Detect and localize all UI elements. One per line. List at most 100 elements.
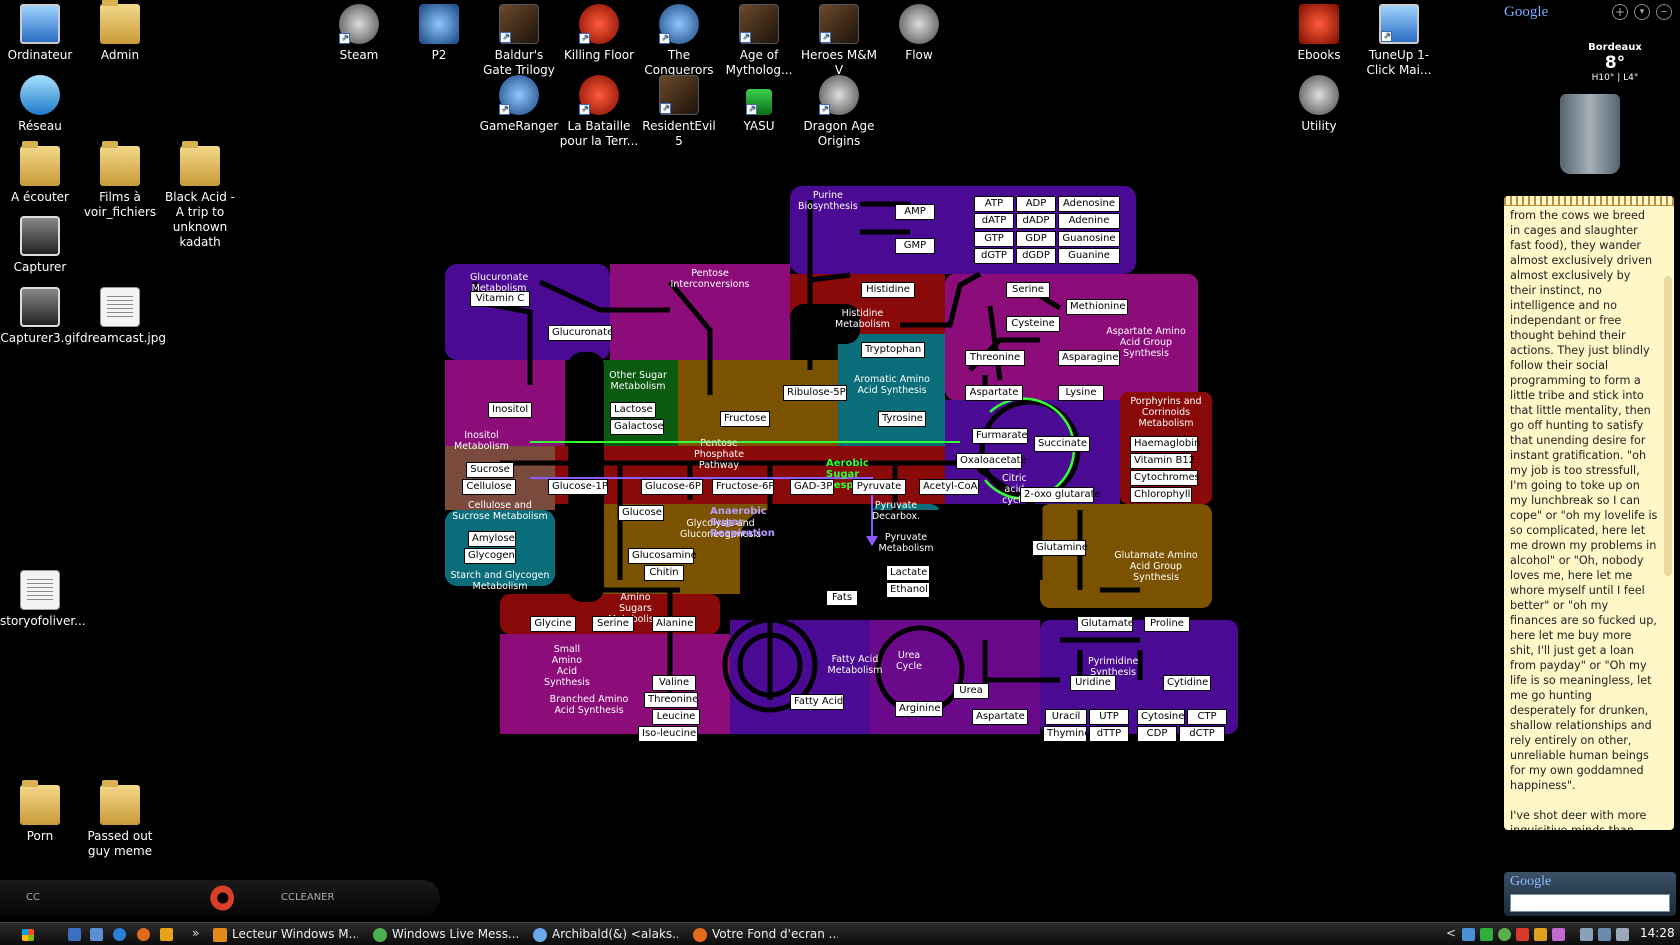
ebooks-icon bbox=[1299, 4, 1339, 44]
compound-histidine: Histidine bbox=[861, 282, 915, 298]
desktop-icon-passed-out[interactable]: Passed out guy meme bbox=[80, 780, 160, 859]
desktop-icon-conquerors[interactable]: ↗ The Conquerors bbox=[639, 4, 719, 78]
desktop-icon-gameranger[interactable]: ↗ GameRanger bbox=[479, 75, 559, 134]
compound-methionine: Methionine bbox=[1066, 299, 1128, 315]
icon-label: Flow bbox=[905, 48, 933, 62]
tray-flag-icon[interactable] bbox=[1516, 928, 1529, 941]
yasu-icon: ↗ bbox=[746, 89, 772, 115]
compound-threonine2: Threonine bbox=[644, 692, 698, 708]
google-search-input[interactable] bbox=[1510, 894, 1670, 912]
game-icon: ↗ bbox=[819, 4, 859, 44]
media-icon[interactable] bbox=[160, 928, 173, 941]
sidebar-minimize-icon[interactable]: – bbox=[1656, 4, 1672, 20]
compound-atp: ATP bbox=[974, 196, 1014, 212]
compound-dadp: dADP bbox=[1016, 213, 1056, 229]
taskbar: » Lecteur Windows M... Windows Live Mess… bbox=[0, 922, 1680, 945]
desktop-icon-black-acid[interactable]: Black Acid - A trip to unknown kadath bbox=[160, 141, 240, 250]
taskbar-button-wmp[interactable]: Lecteur Windows M... bbox=[210, 925, 358, 944]
notes-gadget[interactable]: from the cows we breed in cages and slau… bbox=[1504, 196, 1674, 830]
compound-fats: Fats bbox=[826, 590, 858, 606]
notes-scrollbar[interactable] bbox=[1664, 276, 1672, 576]
compound-adenosine: Adenosine bbox=[1058, 196, 1120, 212]
desktop-icon-story[interactable]: storyofoliver... bbox=[0, 570, 86, 629]
desktop-icon-films[interactable]: Films à voir_fichiers bbox=[80, 141, 160, 220]
desktop-icon-baldurs[interactable]: ↗ Baldur's Gate Trilogy bbox=[479, 4, 559, 78]
icon-label: Porn bbox=[26, 829, 54, 843]
ccleaner-logo-icon bbox=[206, 884, 234, 912]
label-urea: Urea Cycle bbox=[896, 650, 922, 672]
desktop-icon-dragon-age[interactable]: ↗ Dragon Age Origins bbox=[799, 75, 879, 149]
compound-glutamate: Glutamate bbox=[1077, 616, 1134, 632]
desktop-icon-ordinateur[interactable]: Ordinateur bbox=[0, 4, 80, 63]
wmp-icon bbox=[213, 928, 227, 942]
chat-icon bbox=[533, 928, 547, 942]
taskbar-button-archibald[interactable]: Archibald(&) <alaks... bbox=[530, 925, 678, 944]
p2-icon bbox=[419, 4, 459, 44]
icon-label: La Bataille pour la Terr... bbox=[559, 119, 639, 148]
desktop-icon-ebooks[interactable]: Ebooks bbox=[1279, 4, 1359, 63]
tray-app-icon[interactable] bbox=[1552, 928, 1565, 941]
tray-network-icon[interactable] bbox=[1462, 928, 1475, 941]
sidebar-add-icon[interactable]: + bbox=[1612, 4, 1628, 20]
compound-aspartate2: Aspartate bbox=[972, 709, 1028, 725]
ccleaner-label: CCLEANER bbox=[281, 892, 335, 903]
start-button[interactable] bbox=[18, 925, 40, 944]
switch-windows-icon[interactable] bbox=[90, 928, 103, 941]
gameranger-icon: ↗ bbox=[499, 75, 539, 115]
desktop-icon-tuneup[interactable]: ↗ TuneUp 1-Click Mai... bbox=[1359, 4, 1439, 78]
taskbar-button-label: Votre Fond d'ecran ... bbox=[712, 927, 838, 941]
ccleaner-gadget[interactable]: CC CCLEANER bbox=[0, 880, 440, 916]
tray-user-icon[interactable] bbox=[1498, 928, 1511, 941]
compound-g6p: Glucose-6P bbox=[641, 479, 703, 495]
tray-clock[interactable]: 14:28 bbox=[1640, 926, 1675, 940]
desktop-icon-a-ecouter[interactable]: A écouter bbox=[0, 141, 80, 205]
tray-monitor-icon[interactable] bbox=[1580, 928, 1593, 941]
region-glutamate bbox=[1040, 504, 1212, 608]
weather-gadget[interactable]: Bordeaux 8° H10° | L4° bbox=[1560, 42, 1670, 83]
recycle-bin-icon[interactable] bbox=[1560, 94, 1620, 174]
desktop-icon-killing-floor[interactable]: ↗ Killing Floor bbox=[559, 4, 639, 63]
taskbar-button-wlm[interactable]: Windows Live Mess... bbox=[370, 925, 518, 944]
show-desktop-icon[interactable] bbox=[68, 928, 81, 941]
desktop-icon-yasu[interactable]: ↗ YASU bbox=[719, 75, 799, 134]
icon-label: Baldur's Gate Trilogy bbox=[483, 48, 555, 77]
tray-volume-icon[interactable] bbox=[1616, 928, 1629, 941]
desktop-icon-p2[interactable]: P2 bbox=[399, 4, 479, 63]
desktop-icon-flow[interactable]: Flow bbox=[879, 4, 959, 63]
tray-alert-icon[interactable] bbox=[1534, 928, 1547, 941]
flow-icon bbox=[899, 4, 939, 44]
desktop-icon-dreamcast[interactable]: dreamcast.jpg bbox=[80, 287, 167, 346]
firefox-icon[interactable] bbox=[137, 928, 150, 941]
label-glutamate-group: Glutamate Amino Acid Group Synthesis bbox=[1114, 550, 1198, 583]
compound-glycine: Glycine bbox=[530, 616, 576, 632]
quicklaunch-overflow[interactable]: » bbox=[192, 926, 200, 940]
desktop-icon-reseau[interactable]: Réseau bbox=[0, 75, 80, 134]
desktop-icon-utility[interactable]: Utility bbox=[1279, 75, 1359, 134]
compound-g1p: Glucose-1P bbox=[548, 479, 608, 495]
tray-battery-icon[interactable] bbox=[1598, 928, 1611, 941]
desktop-icon-steam[interactable]: ↗ Steam bbox=[319, 4, 399, 63]
desktop-icon-admin[interactable]: Admin bbox=[80, 0, 160, 63]
desktop-icon-heroes[interactable]: ↗ Heroes M&M V bbox=[799, 4, 879, 78]
desktop-icon-porn[interactable]: Porn bbox=[0, 780, 80, 844]
compound-b12: Vitamin B12 bbox=[1130, 453, 1195, 469]
icon-label: dreamcast.jpg bbox=[80, 331, 167, 345]
anaerobic-arrow-head bbox=[866, 536, 878, 546]
desktop-icon-re5[interactable]: ↗ ResidentEvil 5 bbox=[639, 75, 719, 149]
tray-green-icon[interactable] bbox=[1480, 928, 1493, 941]
compound-arginine: Arginine bbox=[895, 701, 943, 717]
desktop-icon-capturer[interactable]: Capturer copie.gif bbox=[0, 216, 80, 275]
compound-glucuronate: Glucuronate bbox=[548, 325, 613, 341]
label-histidine: Histidine Metabolism bbox=[835, 308, 890, 330]
sidebar-chevron-down-icon[interactable]: ▾ bbox=[1634, 4, 1650, 20]
desktop-icon-aom[interactable]: ↗ Age of Mytholog... bbox=[719, 4, 799, 78]
ie-icon[interactable] bbox=[113, 928, 126, 941]
compound-cytochromes: Cytochromes bbox=[1130, 470, 1200, 486]
tray-chevron-icon[interactable]: < bbox=[1446, 926, 1457, 940]
desktop-icon-bataille[interactable]: ↗ La Bataille pour la Terr... bbox=[559, 75, 639, 149]
label-fatty-acid: Fatty Acid Metabolism bbox=[827, 654, 883, 676]
desktop-icon-capturer3[interactable]: Capturer3.gif bbox=[0, 287, 80, 346]
compound-tyrosine: Tyrosine bbox=[878, 411, 926, 427]
taskbar-button-fond[interactable]: Votre Fond d'ecran ... bbox=[690, 925, 838, 944]
icon-label: Heroes M&M V bbox=[801, 48, 877, 77]
